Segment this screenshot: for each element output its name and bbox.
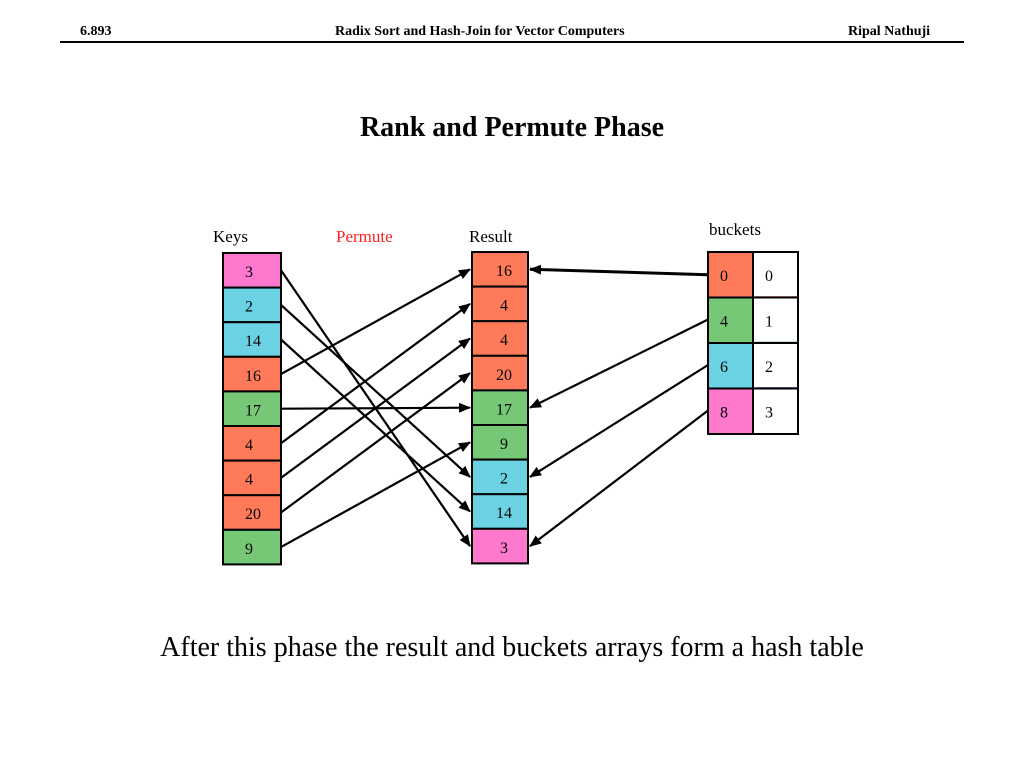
- key-value: 20: [245, 506, 261, 523]
- bucket-start-cell: [707, 387, 754, 435]
- key-value: 17: [245, 402, 261, 419]
- key-value: 3: [245, 264, 253, 281]
- permute-arrow: [280, 441, 471, 549]
- bucket-index-cell: [752, 296, 799, 344]
- bucket-index-cell: [752, 251, 799, 299]
- permute-label: Permute: [336, 227, 393, 246]
- bucket-start-value: 4: [720, 314, 728, 331]
- key-value: 16: [245, 368, 261, 385]
- key-cell: [222, 355, 282, 393]
- key-cell: [222, 321, 282, 358]
- key-cell: [222, 528, 282, 566]
- result-cell: [471, 527, 529, 565]
- result-cell: [471, 458, 529, 496]
- bucket-start-cell: [707, 251, 754, 299]
- bucket-pointer-arrow: [529, 409, 709, 547]
- keys-array: 3 2 14 16 17 4 4 20 9: [222, 252, 282, 566]
- key-value: 2: [245, 299, 253, 316]
- bucket-index-value: 0: [765, 268, 773, 285]
- result-cell: [471, 389, 529, 426]
- buckets-array: 0 0 4 1 6 2 8 3: [707, 251, 799, 435]
- bucket-index-value: 2: [765, 359, 773, 376]
- result-value: 16: [496, 263, 512, 280]
- permute-arrow: [280, 268, 471, 376]
- result-cell: [471, 424, 529, 461]
- header-topic: Radix Sort and Hash-Join for Vector Comp…: [335, 24, 625, 39]
- result-cell: [471, 285, 529, 323]
- slide-title: Rank and Permute Phase: [359, 112, 665, 143]
- bucket-start-cell: [707, 342, 754, 390]
- result-cell: [471, 251, 529, 288]
- key-cell: [222, 286, 282, 324]
- keys-label: Keys: [213, 227, 248, 246]
- bucket-start-value: 0: [720, 268, 728, 285]
- permute-arrow: [280, 338, 471, 513]
- buckets-label: buckets: [709, 220, 761, 239]
- bucket-start-value: 6: [720, 359, 728, 376]
- result-value: 2: [500, 471, 508, 488]
- slide-caption: After this phase the result and buckets …: [160, 632, 864, 663]
- bucket-index-value: 1: [765, 314, 773, 331]
- bucket-start-cell: [707, 296, 754, 344]
- key-value: 9: [245, 541, 253, 558]
- result-cell: [471, 320, 529, 357]
- result-value: 20: [496, 367, 512, 384]
- key-value: 4: [245, 472, 253, 489]
- result-cell: [471, 493, 529, 530]
- header-course: 6.893: [80, 24, 112, 39]
- header-rule: [60, 41, 964, 43]
- permute-arrow: [280, 303, 471, 445]
- permute-arrow: [280, 337, 471, 479]
- key-value: 4: [245, 437, 253, 454]
- permute-arrow: [280, 304, 471, 478]
- result-value: 4: [500, 298, 508, 315]
- bucket-pointer-arrow: [529, 318, 709, 409]
- bucket-index-cell: [752, 342, 799, 390]
- result-label: Result: [469, 227, 513, 246]
- bucket-pointer-arrow: [529, 364, 709, 478]
- arrows: [280, 264, 709, 549]
- bucket-index-value: 3: [765, 405, 773, 422]
- bucket-pointer-arrow: [529, 264, 709, 277]
- header-author: Ripal Nathuji: [848, 24, 931, 39]
- bucket-index-cell: [752, 387, 799, 435]
- permute-arrow: [280, 372, 471, 514]
- result-value: 4: [500, 332, 508, 349]
- result-value: 3: [500, 540, 508, 557]
- key-value: 14: [245, 333, 261, 350]
- result-value: 14: [496, 505, 512, 522]
- result-array: 16 4 4 20 17 9 2 14 3: [471, 251, 529, 565]
- key-cell: [222, 252, 282, 289]
- result-value: 17: [496, 401, 512, 418]
- result-value: 9: [500, 436, 508, 453]
- bucket-start-value: 8: [720, 405, 728, 422]
